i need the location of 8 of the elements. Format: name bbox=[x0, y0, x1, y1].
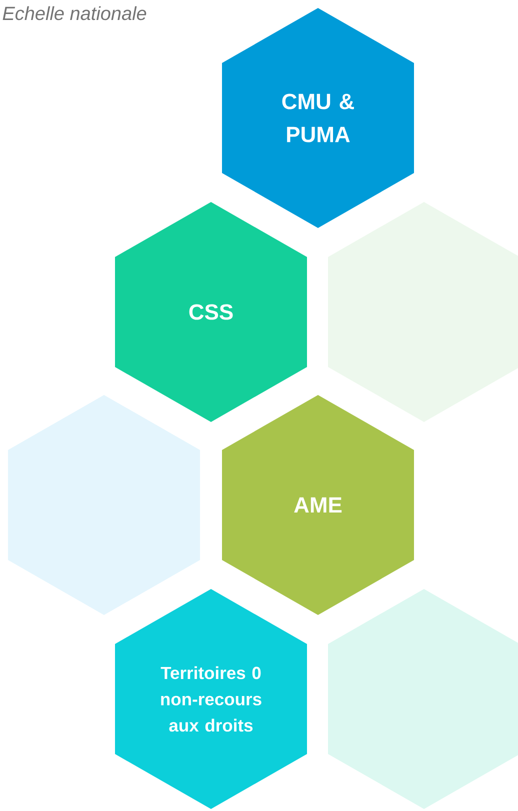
hexagon bbox=[328, 589, 518, 809]
title: Echelle nationale bbox=[2, 6, 146, 20]
hexagon: CSS bbox=[115, 202, 307, 422]
hexagon: AME bbox=[222, 395, 414, 615]
hexagon bbox=[8, 395, 200, 615]
hexagon: CMU & PUMA bbox=[222, 8, 414, 228]
hexagon: Territoires 0 non-recours aux droits bbox=[115, 589, 307, 809]
hexagon bbox=[328, 202, 518, 422]
